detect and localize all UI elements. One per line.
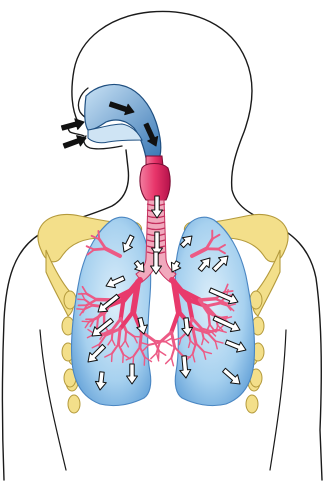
- bronchus: [140, 332, 142, 347]
- bronchus: [165, 342, 172, 346]
- larynx: [140, 164, 170, 201]
- rib-segment: [250, 291, 262, 309]
- lung-right: [175, 217, 254, 405]
- rib-segment: [64, 291, 76, 309]
- arm-line-right: [270, 330, 286, 470]
- bronchus: [209, 313, 210, 324]
- bronchus: [151, 353, 157, 359]
- bronchus: [166, 358, 172, 364]
- bronchus: [125, 331, 126, 341]
- bronchus: [225, 291, 233, 292]
- bronchus: [219, 317, 227, 318]
- arrow-inflow-icon: [61, 119, 84, 130]
- rib-segment: [246, 395, 258, 413]
- bronchus: [171, 332, 174, 347]
- bronchus: [98, 231, 99, 239]
- bronchus: [200, 299, 216, 300]
- arrow-inflow-icon: [63, 136, 86, 149]
- bronchus: [118, 329, 120, 344]
- nasal-cavity: [85, 84, 161, 158]
- bronchus: [159, 351, 166, 355]
- bronchus: [94, 249, 105, 250]
- bronchus: [171, 358, 173, 366]
- nasal-airway: [85, 84, 161, 158]
- rib-segment: [68, 395, 80, 413]
- bronchus: [171, 347, 174, 358]
